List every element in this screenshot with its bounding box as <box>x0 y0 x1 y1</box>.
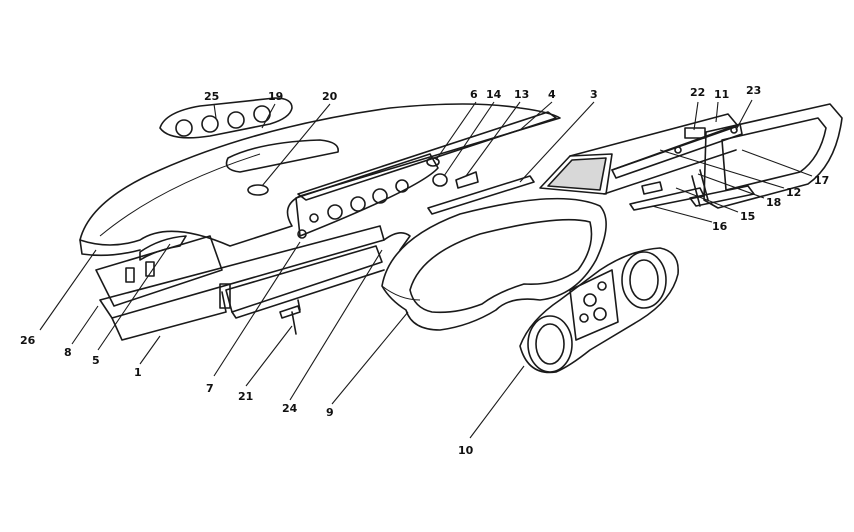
callout-20: 20 <box>322 90 338 103</box>
callout-21: 21 <box>238 390 253 403</box>
callout-15: 15 <box>740 210 755 223</box>
callout-3: 3 <box>590 88 598 101</box>
callout-7: 7 <box>206 382 214 395</box>
callout-6: 6 <box>470 88 478 101</box>
callout-5: 5 <box>92 354 100 367</box>
callout-1: 1 <box>134 366 142 379</box>
callout-17: 17 <box>814 174 829 187</box>
callout-14: 14 <box>486 88 502 101</box>
callout-4: 4 <box>548 88 556 101</box>
callout-25: 25 <box>204 90 219 103</box>
callout-11: 11 <box>714 88 729 101</box>
leader-lines <box>39 99 813 439</box>
crash-pad-9 <box>381 197 607 331</box>
callout-22: 22 <box>690 86 705 99</box>
instrument-binnacle-10 <box>519 247 679 374</box>
callout-16: 16 <box>712 220 728 233</box>
callout-13: 13 <box>514 88 529 101</box>
bracket-21 <box>279 299 301 335</box>
dashboard-main <box>79 103 561 341</box>
callout-24: 24 <box>282 402 298 415</box>
callout-8: 8 <box>64 346 72 359</box>
callout-10: 10 <box>458 444 474 457</box>
callout-labels: 25 19 20 6 14 13 4 3 22 11 23 12 17 18 1… <box>20 84 829 457</box>
callout-23: 23 <box>746 84 761 97</box>
callout-18: 18 <box>766 196 781 209</box>
callout-12: 12 <box>786 186 801 199</box>
trim-strip-3 <box>427 175 535 215</box>
trim-strip-4 <box>297 111 557 201</box>
callout-26: 26 <box>20 334 36 347</box>
callout-19: 19 <box>268 90 283 103</box>
callout-9: 9 <box>326 406 334 419</box>
